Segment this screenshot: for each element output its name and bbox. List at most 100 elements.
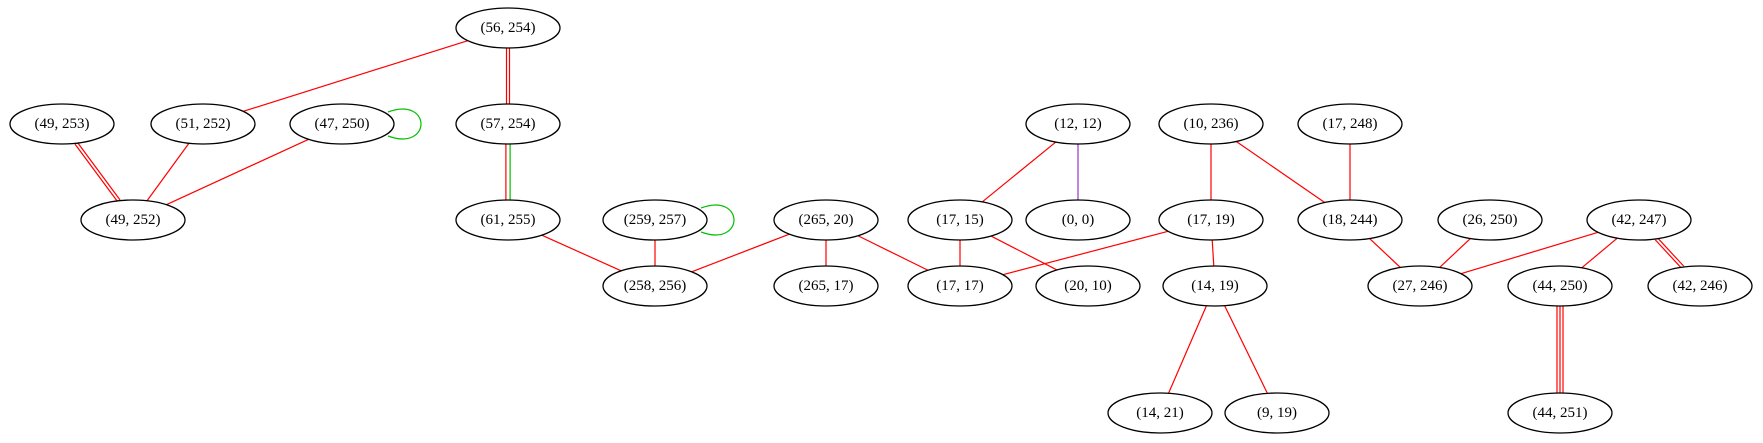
- node-label: (17, 15): [936, 212, 984, 228]
- node-ellipse: [1297, 103, 1403, 145]
- node-ellipse: [1437, 199, 1543, 241]
- node-ellipse: [1158, 199, 1264, 241]
- node-ellipse: [9, 103, 115, 145]
- node-ellipse: [1162, 265, 1268, 307]
- node-n44_250: (44, 250): [1507, 265, 1613, 307]
- edge-n61_255-n258_256-0: [541, 234, 622, 272]
- edge-n265_20-n258_256-0: [691, 233, 790, 273]
- node-n14_21: (14, 21): [1107, 392, 1213, 434]
- node-label: (259, 257): [624, 212, 687, 228]
- node-ellipse: [150, 103, 256, 145]
- node-n17_19: (17, 19): [1158, 199, 1264, 241]
- node-ellipse: [773, 265, 879, 307]
- node-label: (42, 246): [1673, 278, 1728, 294]
- node-n57_254: (57, 254): [455, 103, 561, 145]
- edge-n18_244-n27_246-0: [1369, 238, 1401, 268]
- node-n47_250: (47, 250): [289, 103, 395, 145]
- node-n49_253: (49, 253): [9, 103, 115, 145]
- edge-n47_250-n49_252-0: [166, 138, 309, 206]
- node-n9_19: (9, 19): [1224, 392, 1330, 434]
- node-n0_0: (0, 0): [1025, 199, 1131, 241]
- node-ellipse: [907, 265, 1013, 307]
- node-label: (26, 250): [1463, 212, 1518, 228]
- node-ellipse: [907, 199, 1013, 241]
- node-label: (14, 19): [1191, 278, 1239, 294]
- node-n258_256: (258, 256): [602, 265, 708, 307]
- edge-n42_247-n44_250-0: [1581, 237, 1618, 269]
- node-n56_254: (56, 254): [455, 7, 561, 49]
- edge-n14_19-n9_19-0: [1224, 305, 1268, 394]
- node-label: (17, 248): [1323, 116, 1378, 132]
- node-label: (20, 10): [1064, 278, 1112, 294]
- node-ellipse: [1025, 199, 1131, 241]
- node-n20_10: (20, 10): [1035, 265, 1141, 307]
- node-label: (44, 250): [1533, 278, 1588, 294]
- edge-n42_247-n42_246-0: [1657, 237, 1685, 267]
- node-label: (51, 252): [176, 116, 231, 132]
- self-loop-n47_250: [387, 108, 422, 140]
- node-ellipse: [1297, 199, 1403, 241]
- node-label: (44, 251): [1533, 405, 1588, 421]
- node-ellipse: [602, 265, 708, 307]
- node-label: (10, 236): [1184, 116, 1239, 132]
- node-label: (12, 12): [1054, 116, 1102, 132]
- node-ellipse: [1647, 265, 1753, 307]
- node-n17_17: (17, 17): [907, 265, 1013, 307]
- node-n14_19: (14, 19): [1162, 265, 1268, 307]
- node-label: (56, 254): [481, 20, 536, 36]
- node-label: (265, 17): [799, 278, 854, 294]
- node-n42_247: (42, 247): [1586, 199, 1692, 241]
- node-label: (27, 246): [1393, 278, 1448, 294]
- node-n49_252: (49, 252): [80, 199, 186, 241]
- node-n259_257: (259, 257): [602, 199, 708, 241]
- node-n61_255: (61, 255): [455, 199, 561, 241]
- edge-n17_19-n14_19-0: [1211, 239, 1215, 267]
- node-label: (0, 0): [1062, 212, 1095, 228]
- nodes-layer: (56, 254) (49, 253) (51, 252) (47, 250) (57,…: [9, 7, 1753, 434]
- node-n27_246: (27, 246): [1367, 265, 1473, 307]
- node-label: (18, 244): [1323, 212, 1378, 228]
- node-n265_20: (265, 20): [773, 199, 879, 241]
- node-n51_252: (51, 252): [150, 103, 256, 145]
- node-label: (47, 250): [315, 116, 370, 132]
- node-ellipse: [1586, 199, 1692, 241]
- node-ellipse: [80, 199, 186, 241]
- edge-n49_253-n49_252-0: [76, 141, 121, 201]
- node-ellipse: [1367, 265, 1473, 307]
- node-label: (9, 19): [1257, 405, 1297, 421]
- node-label: (42, 247): [1612, 212, 1667, 228]
- edge-n49_253-n49_252-1: [74, 143, 119, 203]
- node-label: (49, 252): [106, 212, 161, 228]
- edge-n10_236-n18_244-0: [1235, 140, 1326, 204]
- node-label: (17, 17): [936, 278, 984, 294]
- node-n265_17: (265, 17): [773, 265, 879, 307]
- edge-n17_15-n20_10-0: [990, 235, 1058, 271]
- edge-n12_12-n17_15-0: [981, 141, 1057, 203]
- edge-n265_20-n17_17-0: [857, 235, 929, 271]
- node-ellipse: [1224, 392, 1330, 434]
- node-label: (17, 19): [1187, 212, 1235, 228]
- node-ellipse: [289, 103, 395, 145]
- node-n44_251: (44, 251): [1507, 392, 1613, 434]
- edge-n51_252-n49_252-0: [146, 142, 190, 202]
- node-ellipse: [773, 199, 879, 241]
- edge-n26_250-n27_246-0: [1439, 238, 1471, 268]
- node-label: (61, 255): [481, 212, 536, 228]
- self-loop-n259_257: [700, 204, 735, 236]
- node-ellipse: [1507, 392, 1613, 434]
- node-n26_250: (26, 250): [1437, 199, 1543, 241]
- node-ellipse: [455, 7, 561, 49]
- node-n42_246: (42, 246): [1647, 265, 1753, 307]
- node-label: (265, 20): [799, 212, 854, 228]
- node-n18_244: (18, 244): [1297, 199, 1403, 241]
- edge-n14_19-n14_21-0: [1167, 305, 1208, 394]
- edge-n17_19-n17_17-0: [1002, 230, 1169, 276]
- node-label: (57, 254): [481, 116, 536, 132]
- node-label: (49, 253): [35, 116, 90, 132]
- node-n17_248: (17, 248): [1297, 103, 1403, 145]
- node-ellipse: [1507, 265, 1613, 307]
- node-ellipse: [602, 199, 708, 241]
- node-n10_236: (10, 236): [1158, 103, 1264, 145]
- node-ellipse: [455, 199, 561, 241]
